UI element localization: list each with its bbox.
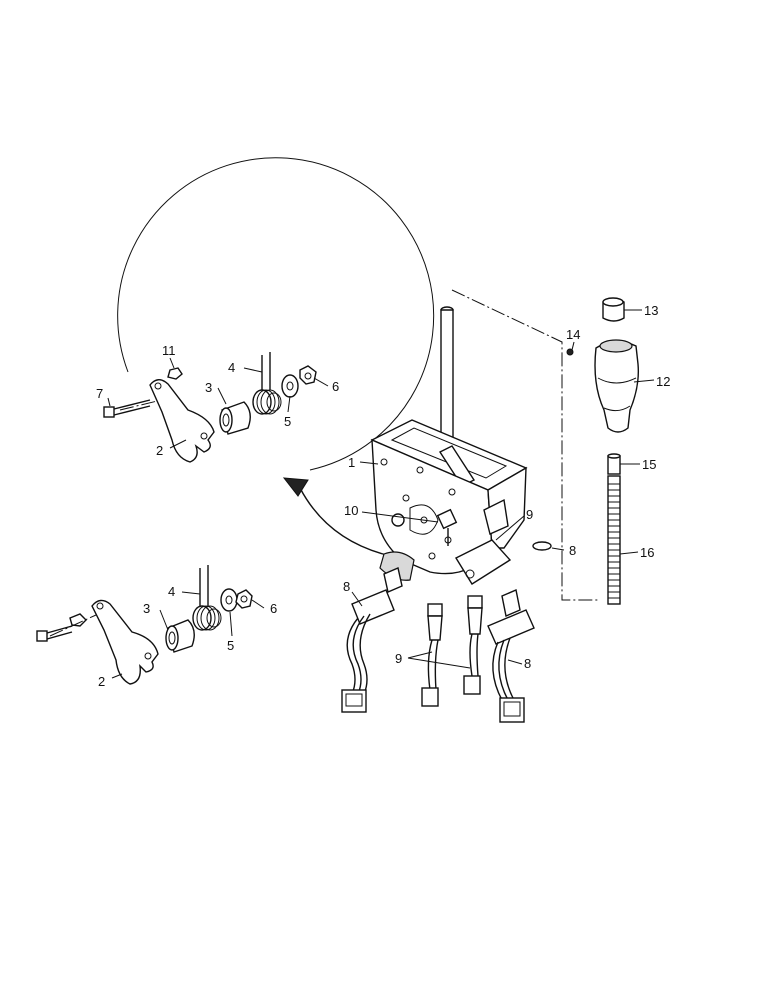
lower-bushing	[165, 619, 195, 653]
lower-lever	[91, 599, 159, 685]
lower-bolt	[36, 613, 97, 642]
callout-5: 5	[284, 414, 291, 429]
lower-spring	[192, 565, 222, 631]
detail-arrow-head	[282, 477, 309, 497]
switch-right	[487, 589, 535, 723]
callout-3: 3	[205, 380, 212, 395]
detail-washer	[281, 374, 299, 398]
detail-nut-6	[299, 365, 317, 385]
switch-mid-left	[421, 603, 443, 707]
callout-9: 9	[526, 507, 533, 522]
callout-7: 7	[96, 386, 103, 401]
threaded-rod	[607, 475, 621, 605]
adapter	[607, 453, 621, 475]
callout-11: 11	[162, 343, 176, 358]
callout-10: 10	[344, 503, 358, 518]
detail-bushing	[219, 401, 251, 435]
callout-1: 1	[348, 455, 355, 470]
switch-left	[341, 567, 403, 713]
callout-8: 8	[569, 543, 576, 558]
assembly-dash-line	[451, 289, 600, 601]
detail-nut	[167, 367, 183, 380]
lower-nut	[235, 589, 253, 609]
callout-14: 14	[566, 327, 580, 342]
callout-4: 4	[168, 584, 175, 599]
knob-cap	[602, 297, 625, 322]
callout-9: 9	[395, 651, 402, 666]
detail-lever	[149, 379, 215, 463]
callout-2: 2	[156, 443, 163, 458]
callout-16: 16	[640, 545, 654, 560]
callout-8: 8	[524, 656, 531, 671]
detail-spring	[252, 352, 282, 415]
callout-13: 13	[644, 303, 658, 318]
knob	[594, 339, 640, 433]
switch-mid-right	[463, 595, 483, 695]
set-screw	[566, 348, 574, 356]
housing	[370, 419, 528, 585]
clip-ring	[532, 541, 552, 551]
callout-2: 2	[98, 674, 105, 689]
callout-6: 6	[332, 379, 339, 394]
callout-4: 4	[228, 360, 235, 375]
lower-washer	[220, 588, 238, 612]
callout-6: 6	[270, 601, 277, 616]
callout-8: 8	[343, 579, 350, 594]
callout-3: 3	[143, 601, 150, 616]
callout-15: 15	[642, 457, 656, 472]
callout-12: 12	[656, 374, 670, 389]
detail-circle	[117, 157, 435, 471]
callout-5: 5	[227, 638, 234, 653]
leader-lines	[107, 309, 655, 679]
